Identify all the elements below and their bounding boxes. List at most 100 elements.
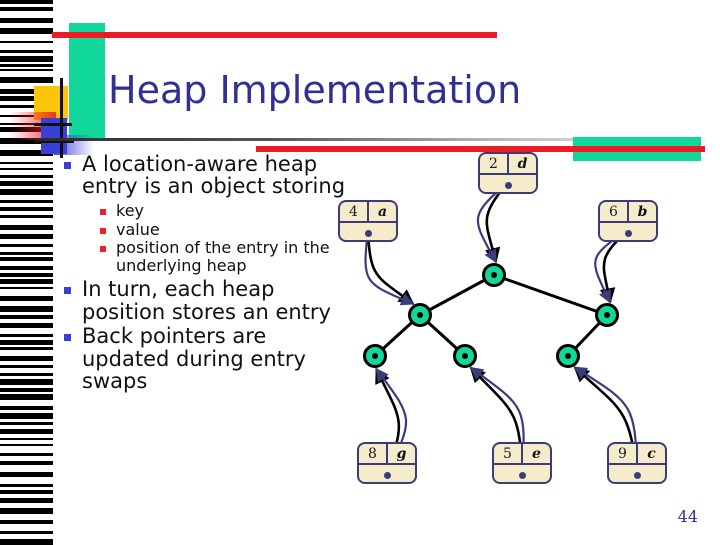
entry-value: d <box>517 155 528 172</box>
node-center-dot-icon <box>462 353 468 359</box>
node-center-dot-icon <box>604 312 610 318</box>
bullet-body: A location-aware heap entry is an object… <box>64 153 354 395</box>
sub-bullet-item: key <box>100 202 354 220</box>
decor-stripe <box>0 508 53 514</box>
sub-bullet-text: position of the entry in the underlying … <box>116 238 330 275</box>
decor-stripe <box>0 189 53 195</box>
decor-stripe <box>0 365 53 368</box>
decor-stripe <box>0 484 53 487</box>
decor-stripe <box>0 520 53 524</box>
decor-stripe <box>0 252 53 255</box>
tree-edge <box>493 273 608 317</box>
entry-position-cell <box>494 465 550 484</box>
decor-stripe <box>0 215 53 218</box>
entry-position-cell <box>609 465 665 484</box>
heap-position-node <box>453 344 477 368</box>
decor-stripe <box>0 422 53 425</box>
decor-stripe <box>0 138 53 144</box>
decor-stripe <box>0 77 53 83</box>
entry-value: g <box>396 445 407 462</box>
decor-stripe <box>0 69 53 71</box>
decor-stripe <box>0 334 53 337</box>
decor-stripe <box>0 150 53 156</box>
decor-stripe <box>0 50 53 53</box>
decor-horizontal-bar <box>34 140 74 143</box>
entry-value: a <box>377 203 388 220</box>
decor-stripe <box>0 7 53 11</box>
decor-stripe <box>0 356 53 361</box>
decor-stripe <box>0 296 53 301</box>
entry-position-dot-icon <box>625 229 632 237</box>
decor-stripe <box>0 413 53 419</box>
decor-stripe <box>0 105 53 108</box>
decor-stripe <box>0 266 53 270</box>
decor-stripe <box>0 18 53 23</box>
bullet-item: A location-aware heap entry is an object… <box>64 153 354 198</box>
sub-bullet-text: value <box>116 219 160 239</box>
decor-stripe <box>0 453 53 456</box>
decor-stripe <box>0 28 53 34</box>
heap-position-node <box>408 303 432 327</box>
entry-position-dot-icon <box>505 181 512 189</box>
sub-bullet-marker-icon <box>100 246 106 253</box>
heap-position-node <box>482 263 506 287</box>
decor-green-block <box>69 23 105 138</box>
decor-stripe <box>0 89 53 94</box>
entry-key: 8 <box>359 444 388 463</box>
decor-stripe <box>0 394 53 400</box>
page-number: 44 <box>677 507 698 526</box>
entry-value: e <box>532 445 541 462</box>
entry-position-dot-icon <box>384 471 391 479</box>
decor-stripe <box>0 96 53 101</box>
decor-stripe <box>0 429 53 434</box>
bullet-item: Back pointers are updated during entry s… <box>64 325 354 392</box>
decor-stripe <box>0 498 53 503</box>
decor-vertical-bar <box>60 78 63 158</box>
decor-stripe <box>0 207 53 211</box>
node-center-dot-icon <box>417 312 423 318</box>
sub-bullet-marker-icon <box>100 208 106 215</box>
decor-stripe <box>0 472 53 477</box>
sub-bullet-item: position of the entry in the underlying … <box>100 239 354 274</box>
decor-stripe <box>0 323 53 328</box>
decor-stripe <box>0 225 53 230</box>
node-to-entry-arrows <box>364 181 639 473</box>
heap-position-node <box>556 344 580 368</box>
decor-stripe <box>0 244 53 247</box>
bullet-text: Back pointers are updated during entry s… <box>82 324 306 394</box>
title-gray-rule <box>36 138 706 141</box>
decor-stripe <box>0 531 53 534</box>
decor-horizontal-bar-upper <box>34 123 72 126</box>
entry-position-cell <box>340 223 396 242</box>
bullet-text: In turn, each heap position stores an en… <box>82 277 331 324</box>
entry-key: 4 <box>340 202 369 221</box>
entry-position-cell <box>359 465 415 484</box>
entry-position-dot-icon <box>365 229 372 237</box>
decor-stripe <box>0 273 53 277</box>
decor-stripe <box>0 438 53 440</box>
bullet-marker-icon <box>64 334 71 342</box>
top-red-rule <box>52 32 497 38</box>
entry-to-node-arrows <box>366 181 639 473</box>
entry-key: 9 <box>609 444 638 463</box>
bullet-marker-icon <box>64 162 71 169</box>
title-red-rule <box>256 146 705 152</box>
sub-bullet-group: key value position of the entry in the u… <box>100 202 354 274</box>
entry-key: 5 <box>494 444 523 463</box>
node-center-dot-icon <box>565 353 571 359</box>
entry-value: b <box>637 203 648 220</box>
entry-position-dot-icon <box>519 471 526 479</box>
left-decorative-stripes <box>0 0 53 545</box>
decor-stripe <box>0 388 53 392</box>
sub-bullet-text: key <box>116 200 145 220</box>
decor-stripe <box>0 168 53 170</box>
